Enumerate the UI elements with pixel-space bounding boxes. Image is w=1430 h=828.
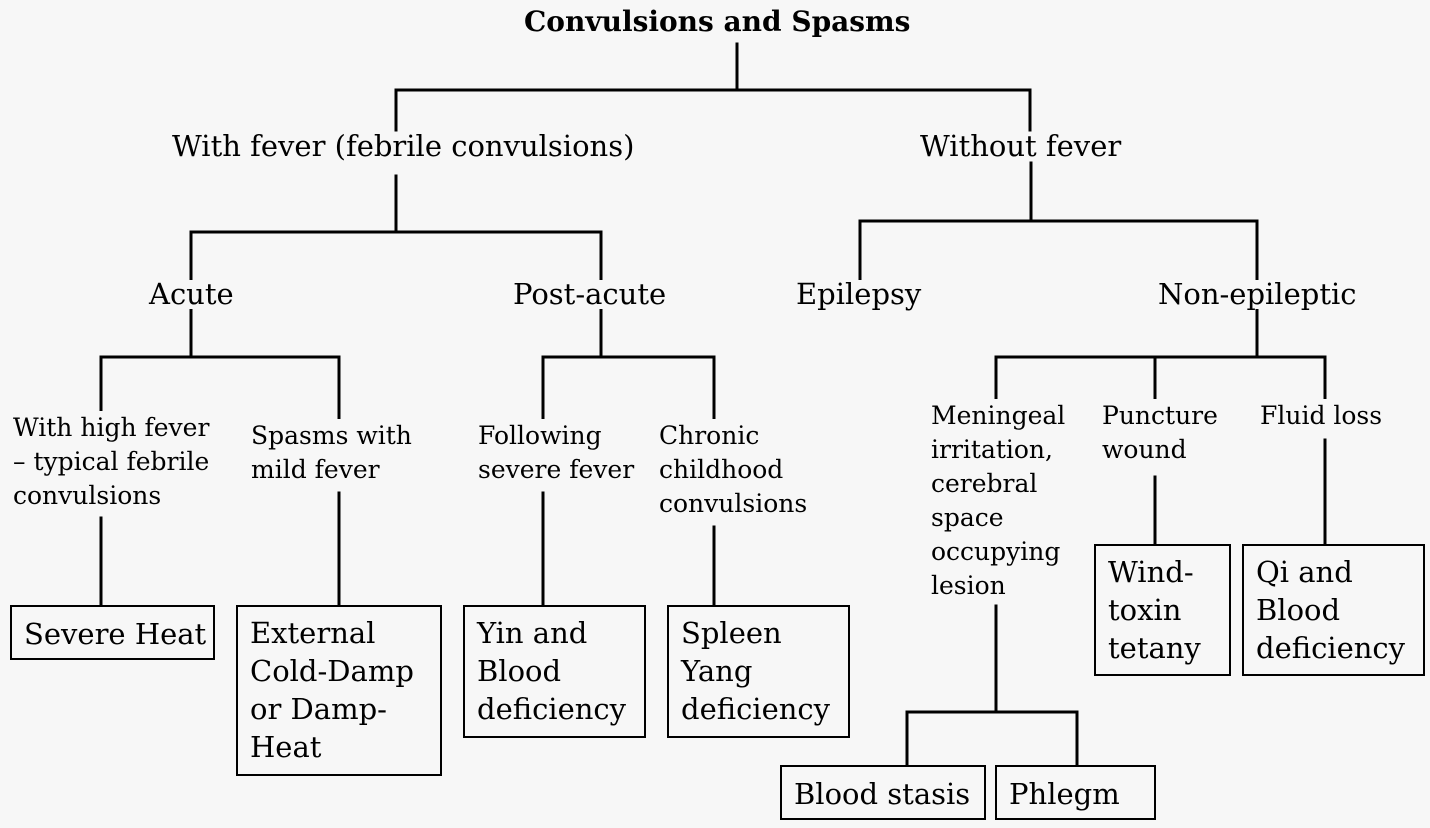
qi-blood-deficiency-box: Qi and Blood deficiency <box>1242 544 1425 676</box>
puncture-wound-label: Puncture wound <box>1099 399 1230 467</box>
chronic-childhood-label: Chronic childhood convulsions <box>656 419 822 521</box>
high-fever-label: With high fever – typical febrile convul… <box>10 411 224 513</box>
with-fever-label: With fever (febrile convulsions) <box>166 132 641 161</box>
fluid-loss-label: Fluid loss <box>1257 399 1393 433</box>
epilepsy-label: Epilepsy <box>792 280 926 309</box>
wind-toxin-tetany-box: Wind-toxin tetany <box>1094 544 1231 676</box>
spleen-yang-deficiency-box: Spleen Yang deficiency <box>667 605 850 738</box>
meningeal-irritation-label: Meningeal irritation, cerebral space occ… <box>928 399 1076 603</box>
mild-fever-label: Spasms with mild fever <box>248 419 424 487</box>
post-acute-label: Post-acute <box>509 280 671 309</box>
severe-heat-box: Severe Heat <box>10 605 215 660</box>
acute-label: Acute <box>145 280 238 309</box>
diagram-title: Convulsions and Spasms <box>520 8 915 36</box>
external-cold-damp-box: External Cold-Damp or Damp-Heat <box>236 605 442 776</box>
blood-stasis-box: Blood stasis <box>780 765 986 820</box>
following-severe-fever-label: Following severe fever <box>475 419 641 487</box>
phlegm-box: Phlegm <box>995 765 1156 820</box>
without-fever-label: Without fever <box>914 132 1128 161</box>
non-epileptic-label: Non-epileptic <box>1154 280 1361 309</box>
yin-blood-deficiency-box: Yin and Blood deficiency <box>463 605 646 738</box>
